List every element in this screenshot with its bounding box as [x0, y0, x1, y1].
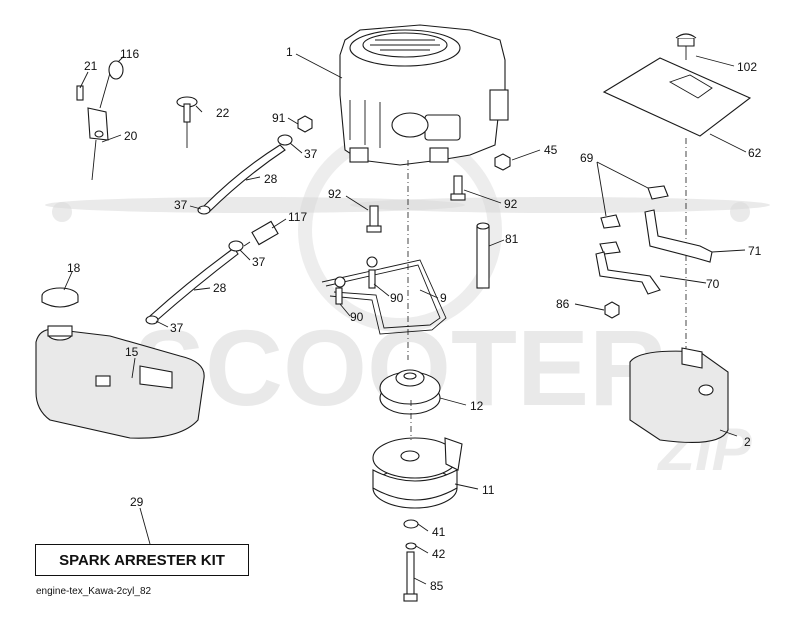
bolt-85-part: [403, 551, 418, 602]
callout-1: 1: [286, 45, 293, 59]
callout-29: 29: [130, 495, 144, 509]
callout-81: 81: [505, 232, 519, 246]
engine-part: [339, 24, 509, 166]
callout-28b: 28: [213, 281, 227, 295]
bolt-81-part: [476, 222, 490, 289]
callout-21: 21: [84, 59, 98, 73]
hose-lower-part: [145, 240, 244, 325]
callout-92a: 92: [328, 187, 342, 201]
dipstick-part: [176, 96, 198, 148]
choke-cable-part: [76, 60, 124, 181]
callouts: 1 2 9 11 12 15 18 20 21 22 28 28 37 37 3…: [67, 45, 762, 593]
callout-11: 11: [482, 483, 495, 497]
callout-37c: 37: [252, 255, 266, 269]
bolt-92a-part: [366, 205, 382, 233]
callout-12: 12: [470, 399, 484, 413]
fuel-filter-part: [243, 220, 279, 247]
nut-86-part: [604, 301, 620, 319]
hose-upper-part: [197, 134, 293, 215]
exhaust-line-part: [321, 256, 447, 335]
callout-116: 116: [120, 47, 139, 61]
fuel-tank-part: [35, 325, 205, 439]
callout-20: 20: [124, 129, 138, 143]
manifold-62-part: [602, 57, 752, 137]
callout-69: 69: [580, 151, 594, 165]
callout-41: 41: [432, 525, 446, 539]
callout-2: 2: [744, 435, 751, 449]
callout-70: 70: [706, 277, 720, 291]
spark-arrester-kit-label: SPARK ARRESTER KIT: [59, 551, 225, 569]
callout-37a: 37: [304, 147, 318, 161]
callout-71: 71: [748, 244, 762, 258]
callout-18: 18: [67, 261, 81, 275]
exhaust-pipes-part: [595, 185, 713, 295]
callout-90b: 90: [350, 310, 364, 324]
callout-91: 91: [272, 111, 286, 125]
callout-9: 9: [440, 291, 447, 305]
spark-arrester-kit-box: SPARK ARRESTER KIT: [35, 544, 249, 576]
nut-91-part: [297, 115, 313, 133]
fuel-cap-part: [41, 287, 79, 308]
leader-lines: [63, 53, 747, 585]
pulley-part: [379, 369, 441, 415]
callout-15: 15: [125, 345, 139, 359]
callout-37d: 37: [170, 321, 184, 335]
nut-45-part: [494, 153, 511, 171]
muffler-part: [629, 347, 729, 443]
clutch-part: [372, 437, 463, 509]
callout-62: 62: [748, 146, 762, 160]
callout-45: 45: [544, 143, 558, 157]
callout-117: 117: [288, 210, 307, 224]
callout-90a: 90: [390, 291, 404, 305]
bolt-92b-part: [450, 175, 466, 201]
callout-86: 86: [556, 297, 570, 311]
washer-42-part: [405, 542, 417, 550]
callout-22: 22: [216, 106, 230, 120]
callout-92b: 92: [504, 197, 518, 211]
callout-85: 85: [430, 579, 444, 593]
callout-42: 42: [432, 547, 446, 561]
callout-28a: 28: [264, 172, 278, 186]
diagram-caption: engine-tex_Kawa-2cyl_82: [36, 586, 152, 597]
washer-41-part: [403, 519, 419, 529]
heat-shield-102-part: [675, 33, 697, 60]
callout-37b: 37: [174, 198, 188, 212]
callout-102: 102: [737, 60, 757, 74]
